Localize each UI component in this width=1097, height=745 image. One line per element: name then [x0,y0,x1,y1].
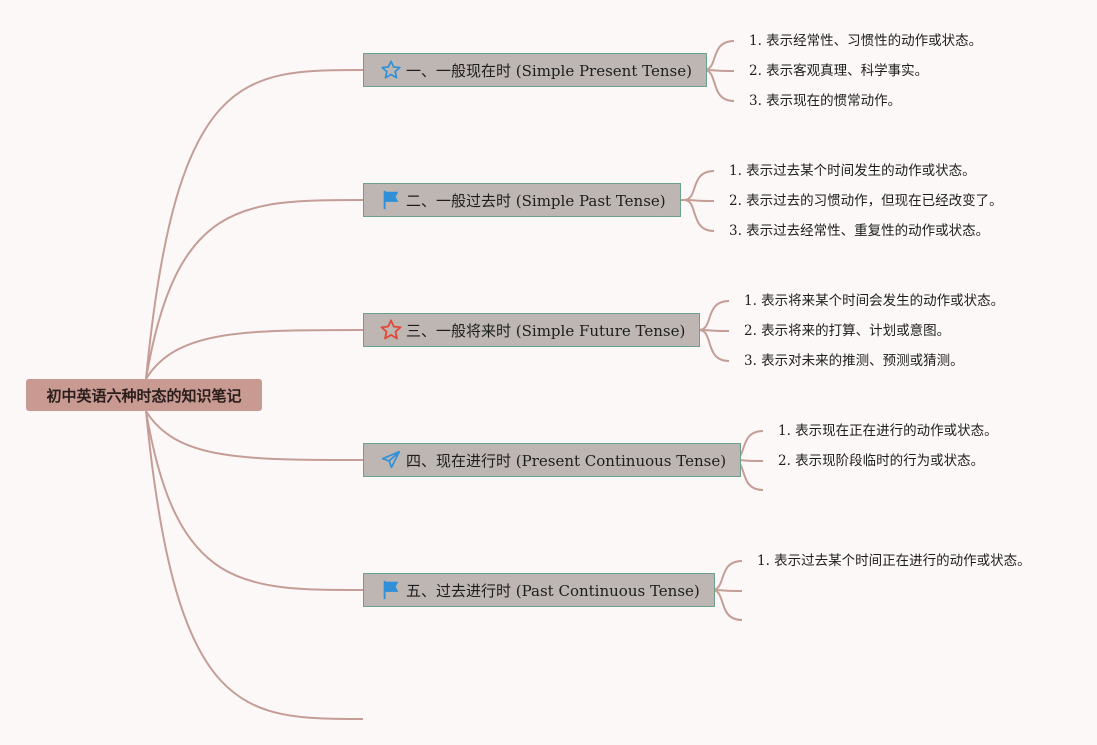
connector-line [145,329,364,380]
leaf-item[interactable]: 2. 表示过去的习惯动作，但现在已经改变了。 [729,193,1003,209]
leaf-item[interactable]: 3. 表示过去经常性、重复性的动作或状态。 [729,223,990,239]
branch-label: 五、过去进行时 (Past Continuous Tense) [406,581,700,600]
leaf-item[interactable]: 2. 表示客观真理、科学事实。 [749,63,929,79]
star-outline-icon [380,59,402,81]
connector-line [664,199,715,232]
branch-label: 二、一般过去时 (Simple Past Tense) [406,191,666,210]
leaf-item[interactable]: 2. 表示现阶段临时的行为或状态。 [778,453,985,469]
leaf-item[interactable]: 1. 表示过去某个时间发生的动作或状态。 [729,163,976,179]
leaf-item[interactable]: 1. 表示将来某个时间会发生的动作或状态。 [744,293,1005,309]
connector-line [145,199,364,380]
branch-simple-past[interactable]: 二、一般过去时 (Simple Past Tense) [363,183,681,217]
branch-label: 三、一般将来时 (Simple Future Tense) [406,321,686,340]
connector-line [145,410,364,591]
branch-label: 四、现在进行时 (Present Continuous Tense) [406,451,727,470]
root-topic[interactable]: 初中英语六种时态的知识笔记 [26,379,262,411]
branch-simple-present[interactable]: 一、一般现在时 (Simple Present Tense) [363,53,707,87]
connector-line [145,69,364,380]
leaf-item[interactable]: 1. 表示过去某个时间正在进行的动作或状态。 [757,553,1031,569]
branch-simple-future[interactable]: 三、一般将来时 (Simple Future Tense) [363,313,701,347]
branch-label: 一、一般现在时 (Simple Present Tense) [406,61,692,80]
paper-plane-icon [380,449,402,471]
leaf-item[interactable]: 1. 表示现在正在进行的动作或状态。 [778,423,998,439]
leaf-item[interactable]: 3. 表示现在的惯常动作。 [749,93,902,109]
flag-icon [380,189,402,211]
leaf-item[interactable]: 1. 表示经常性、习惯性的动作或状态。 [749,33,983,49]
red-star-icon [380,319,402,341]
leaf-item[interactable]: 2. 表示将来的打算、计划或意图。 [744,323,951,339]
connector-line [145,410,364,720]
connector-line [145,410,364,461]
branch-past-continuous[interactable]: 五、过去进行时 (Past Continuous Tense) [363,573,715,607]
leaf-item[interactable]: 3. 表示对未来的推测、预测或猜测。 [744,353,964,369]
flag-icon [380,579,402,601]
branch-present-continuous[interactable]: 四、现在进行时 (Present Continuous Tense) [363,443,742,477]
